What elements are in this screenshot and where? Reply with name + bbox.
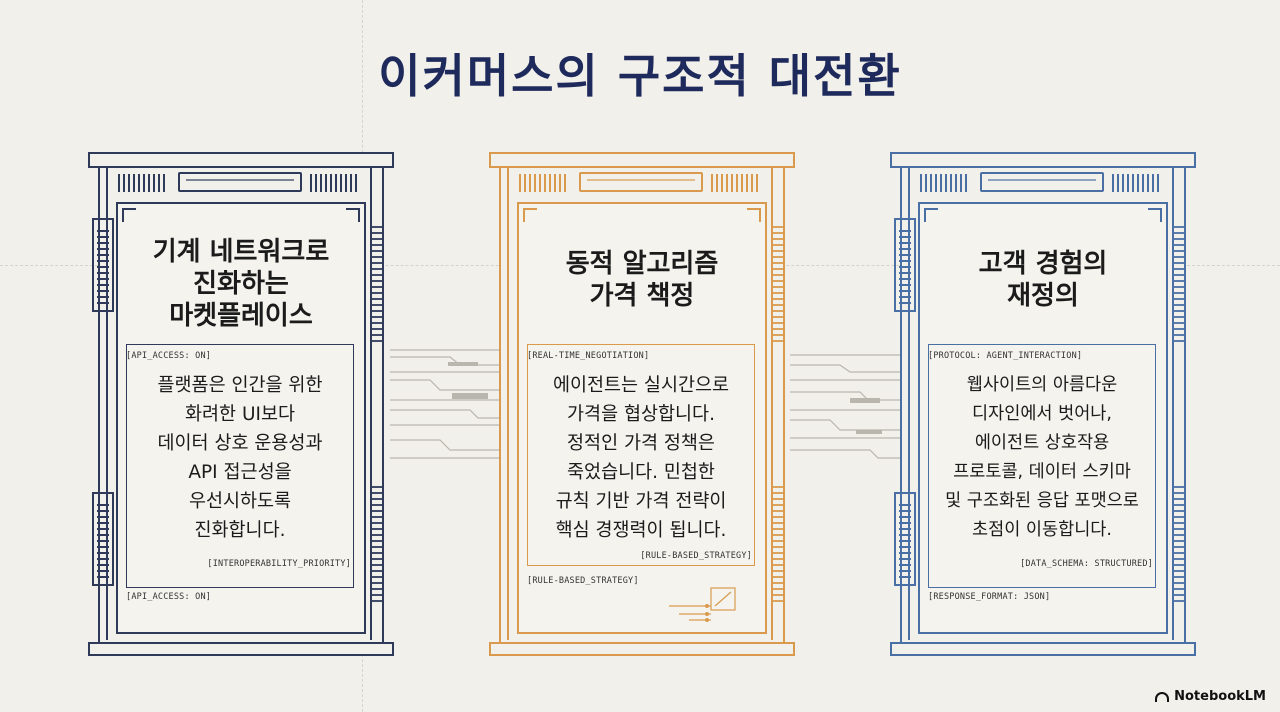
panel-marketplace: 기계 네트워크로 진화하는 마켓플레이스 [API_ACCESS: ON] 플랫…	[88, 152, 394, 656]
panel-screen: 기계 네트워크로 진화하는 마켓플레이스 [API_ACCESS: ON] 플랫…	[116, 202, 366, 634]
tower-inner-frame	[106, 166, 372, 640]
tag-top: [REAL-TIME_NEGOTIATION]	[527, 351, 650, 361]
vent-grille	[711, 174, 761, 192]
tag-right: [INTEROPERABILITY_PRIORITY]	[207, 559, 351, 569]
side-vent	[1172, 482, 1186, 602]
vent-grille	[310, 174, 360, 192]
circuit-chip-icon	[669, 587, 736, 622]
tower-inner-frame	[908, 166, 1174, 640]
vent-grille	[118, 174, 168, 192]
drive-slot	[980, 172, 1104, 192]
side-vent	[771, 222, 785, 342]
tower-base	[88, 642, 394, 656]
tower-base	[890, 642, 1196, 656]
panel-content-box: [API_ACCESS: ON] 플랫폼은 인간을 위한 화려한 UI보다 데이…	[126, 344, 354, 588]
vent-grille	[519, 174, 569, 192]
brand-label: NotebookLM	[1174, 689, 1266, 704]
panel-customer-experience: 고객 경험의 재정의 [PROTOCOL: AGENT_INTERACTION]…	[890, 152, 1196, 656]
panel-body: 웹사이트의 아름다운 디자인에서 벗어나, 에이전트 상호작용 프로토콜, 데이…	[945, 375, 1139, 540]
notebooklm-logo-icon	[1155, 691, 1170, 702]
side-vent	[771, 482, 785, 602]
side-panel	[894, 218, 916, 312]
panel-title: 고객 경험의 재정의	[978, 249, 1108, 311]
tag-bottom: [RESPONSE_FORMAT: JSON]	[928, 592, 1051, 602]
tower-inner-frame	[507, 166, 773, 640]
panel-title: 기계 네트워크로 진화하는 마켓플레이스	[152, 237, 330, 331]
side-vent	[1172, 222, 1186, 342]
side-panel	[92, 218, 114, 312]
side-panel	[92, 492, 114, 586]
panel-screen: 동적 알고리즘 가격 책정 [REAL-TIME_NEGOTIATION] 에이…	[517, 202, 767, 634]
tag-bottom: [API_ACCESS: ON]	[126, 592, 212, 602]
panel-dynamic-pricing: 동적 알고리즘 가격 책정 [REAL-TIME_NEGOTIATION] 에이…	[489, 152, 795, 656]
side-vent	[370, 482, 384, 602]
panel-content-box: [PROTOCOL: AGENT_INTERACTION] 웹사이트의 아름다운…	[928, 344, 1156, 588]
panel-body: 에이전트는 실시간으로 가격을 협상합니다. 정적인 가격 정책은 죽었습니다.…	[552, 375, 730, 541]
panel-screen: 고객 경험의 재정의 [PROTOCOL: AGENT_INTERACTION]…	[918, 202, 1168, 634]
vent-grille	[920, 174, 970, 192]
tower-base	[489, 642, 795, 656]
brand-watermark: NotebookLM	[1155, 689, 1266, 704]
panel-title: 동적 알고리즘 가격 책정	[565, 249, 719, 311]
drive-slot	[178, 172, 302, 192]
tag-top: [PROTOCOL: AGENT_INTERACTION]	[928, 351, 1083, 361]
panel-body: 플랫폼은 인간을 위한 화려한 UI보다 데이터 상호 운용성과 API 접근성…	[157, 375, 323, 541]
vent-grille	[1112, 174, 1162, 192]
side-panel	[894, 492, 916, 586]
side-vent	[370, 222, 384, 342]
tag-right: [DATA_SCHEMA: STRUCTURED]	[1020, 559, 1153, 569]
page-title: 이커머스의 구조적 대전환	[378, 49, 902, 103]
tag-top: [API_ACCESS: ON]	[126, 351, 212, 361]
tag-right: [RULE-BASED_STRATEGY]	[640, 551, 752, 561]
panel-content-box: [REAL-TIME_NEGOTIATION] 에이전트는 실시간으로 가격을 …	[527, 344, 755, 566]
tag-bottom: [RULE-BASED_STRATEGY]	[527, 576, 639, 586]
drive-slot	[579, 172, 703, 192]
